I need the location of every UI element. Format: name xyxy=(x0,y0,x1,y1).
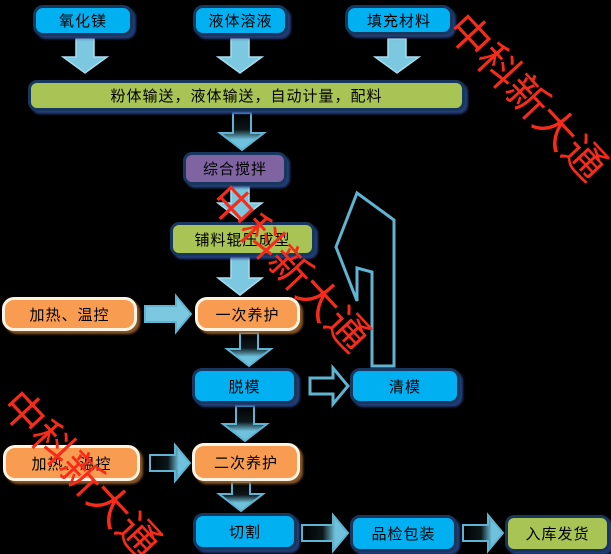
node-cutting: 切割 xyxy=(193,513,297,550)
node-liquid-label: 液体溶液 xyxy=(208,13,273,30)
arrow-inspect-to-shipping xyxy=(462,512,505,554)
node-shipping: 入库发货 xyxy=(505,515,610,552)
arrow-cutting-to-inspect xyxy=(301,512,350,554)
node-heating1: 加热、温控 xyxy=(2,297,137,331)
node-mixing: 综合搅拌 xyxy=(183,152,287,185)
arrow-heating2-to-curing2 xyxy=(149,442,192,484)
node-conveyor: 粉体输送，液体输送，自动计量，配料 xyxy=(28,80,465,111)
node-curing2: 二次养护 xyxy=(192,443,300,481)
node-liquid: 液体溶液 xyxy=(193,5,288,36)
node-heating2-label: 加热、温控 xyxy=(31,455,112,473)
arrow-curing1-to-demold xyxy=(224,332,274,368)
arrow-moldclean-loop-to-forming xyxy=(334,190,396,368)
node-oxide-label: 氧化镁 xyxy=(58,13,107,30)
node-heating1-label: 加热、温控 xyxy=(29,306,110,324)
arrow-mixing-to-forming xyxy=(215,186,265,221)
arrow-heating1-to-curing1 xyxy=(144,293,193,335)
arrow-forming-to-curing1 xyxy=(215,257,265,296)
arrow-curing2-to-cutting xyxy=(216,481,266,513)
node-cutting-label: 切割 xyxy=(228,524,261,541)
node-curing1: 一次养护 xyxy=(195,297,300,331)
arrow-demold-to-curing2 xyxy=(220,405,270,443)
node-moldclean-label: 清模 xyxy=(388,378,421,396)
node-inspect: 品检包装 xyxy=(350,515,457,552)
arrow-conveyor-to-mixing xyxy=(217,112,267,152)
node-moldclean: 清模 xyxy=(350,368,460,404)
node-mixing-label: 综合搅拌 xyxy=(202,161,267,178)
node-shipping-label: 入库发货 xyxy=(525,526,590,543)
node-curing2-label: 二次养护 xyxy=(213,454,278,472)
node-filler-label: 填充材料 xyxy=(366,12,431,30)
node-oxide: 氧化镁 xyxy=(33,5,133,36)
node-demold: 脱模 xyxy=(192,368,297,404)
node-conveyor-label: 粉体输送，液体输送，自动计量，配料 xyxy=(110,88,383,105)
node-forming: 铺料辊压成型 xyxy=(170,222,315,256)
node-filler: 填充材料 xyxy=(345,5,453,35)
node-heating2: 加热、温控 xyxy=(3,445,140,481)
node-inspect-label: 品检包装 xyxy=(371,526,436,543)
arrow-liquid-to-conveyor xyxy=(215,38,265,74)
node-curing1-label: 一次养护 xyxy=(215,306,280,324)
arrow-oxide-to-conveyor xyxy=(60,38,110,74)
arrow-demold-to-moldclean xyxy=(308,363,350,409)
node-demold-label: 脱模 xyxy=(228,378,261,396)
node-forming-label: 铺料辊压成型 xyxy=(194,231,291,249)
arrow-filler-to-conveyor xyxy=(372,38,422,74)
